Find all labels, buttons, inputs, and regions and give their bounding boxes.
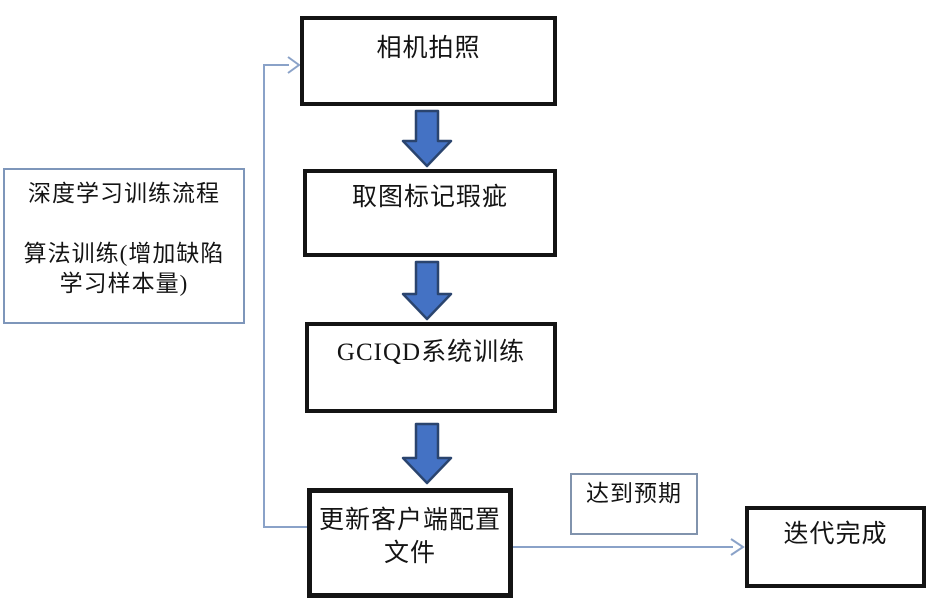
flow-box-mark-defects-label: 取图标记瑕疵 (351, 184, 508, 211)
feedback-arrowhead-icon (287, 56, 301, 74)
flow-box-camera: 相机拍照 (300, 16, 557, 106)
flow-box-update-config-label-line1: 更新客户端配置 (318, 507, 501, 534)
process-note-box: 深度学习训练流程 算法训练(增加缺陷 学习样本量) (3, 168, 245, 324)
block-down-arrow-icon-2 (401, 260, 453, 321)
block-down-arrow-icon-1 (401, 109, 453, 168)
flow-box-update-config-label-line2: 文件 (383, 540, 436, 567)
success-arrowhead-icon (730, 538, 745, 556)
block-down-arrow-icon-3 (401, 422, 453, 485)
feedback-connector-line (263, 64, 307, 528)
flow-box-gciqd-training: GCIQD系统训练 (305, 322, 557, 413)
condition-label-text: 达到预期 (586, 481, 682, 506)
flow-box-iteration-done: 迭代完成 (745, 506, 926, 588)
process-note-line1: 深度学习训练流程 (28, 181, 220, 206)
flow-box-iteration-done-label: 迭代完成 (783, 521, 888, 548)
flow-box-gciqd-training-label: GCIQD系统训练 (336, 339, 526, 366)
process-note-line3: 学习样本量) (59, 271, 189, 296)
process-note-line2: 算法训练(增加缺陷 (23, 241, 225, 266)
flow-box-update-config: 更新客户端配置 文件 (307, 488, 513, 598)
flow-box-mark-defects: 取图标记瑕疵 (303, 169, 557, 257)
flow-box-camera-label: 相机拍照 (376, 35, 481, 62)
condition-label-box: 达到预期 (570, 473, 698, 535)
